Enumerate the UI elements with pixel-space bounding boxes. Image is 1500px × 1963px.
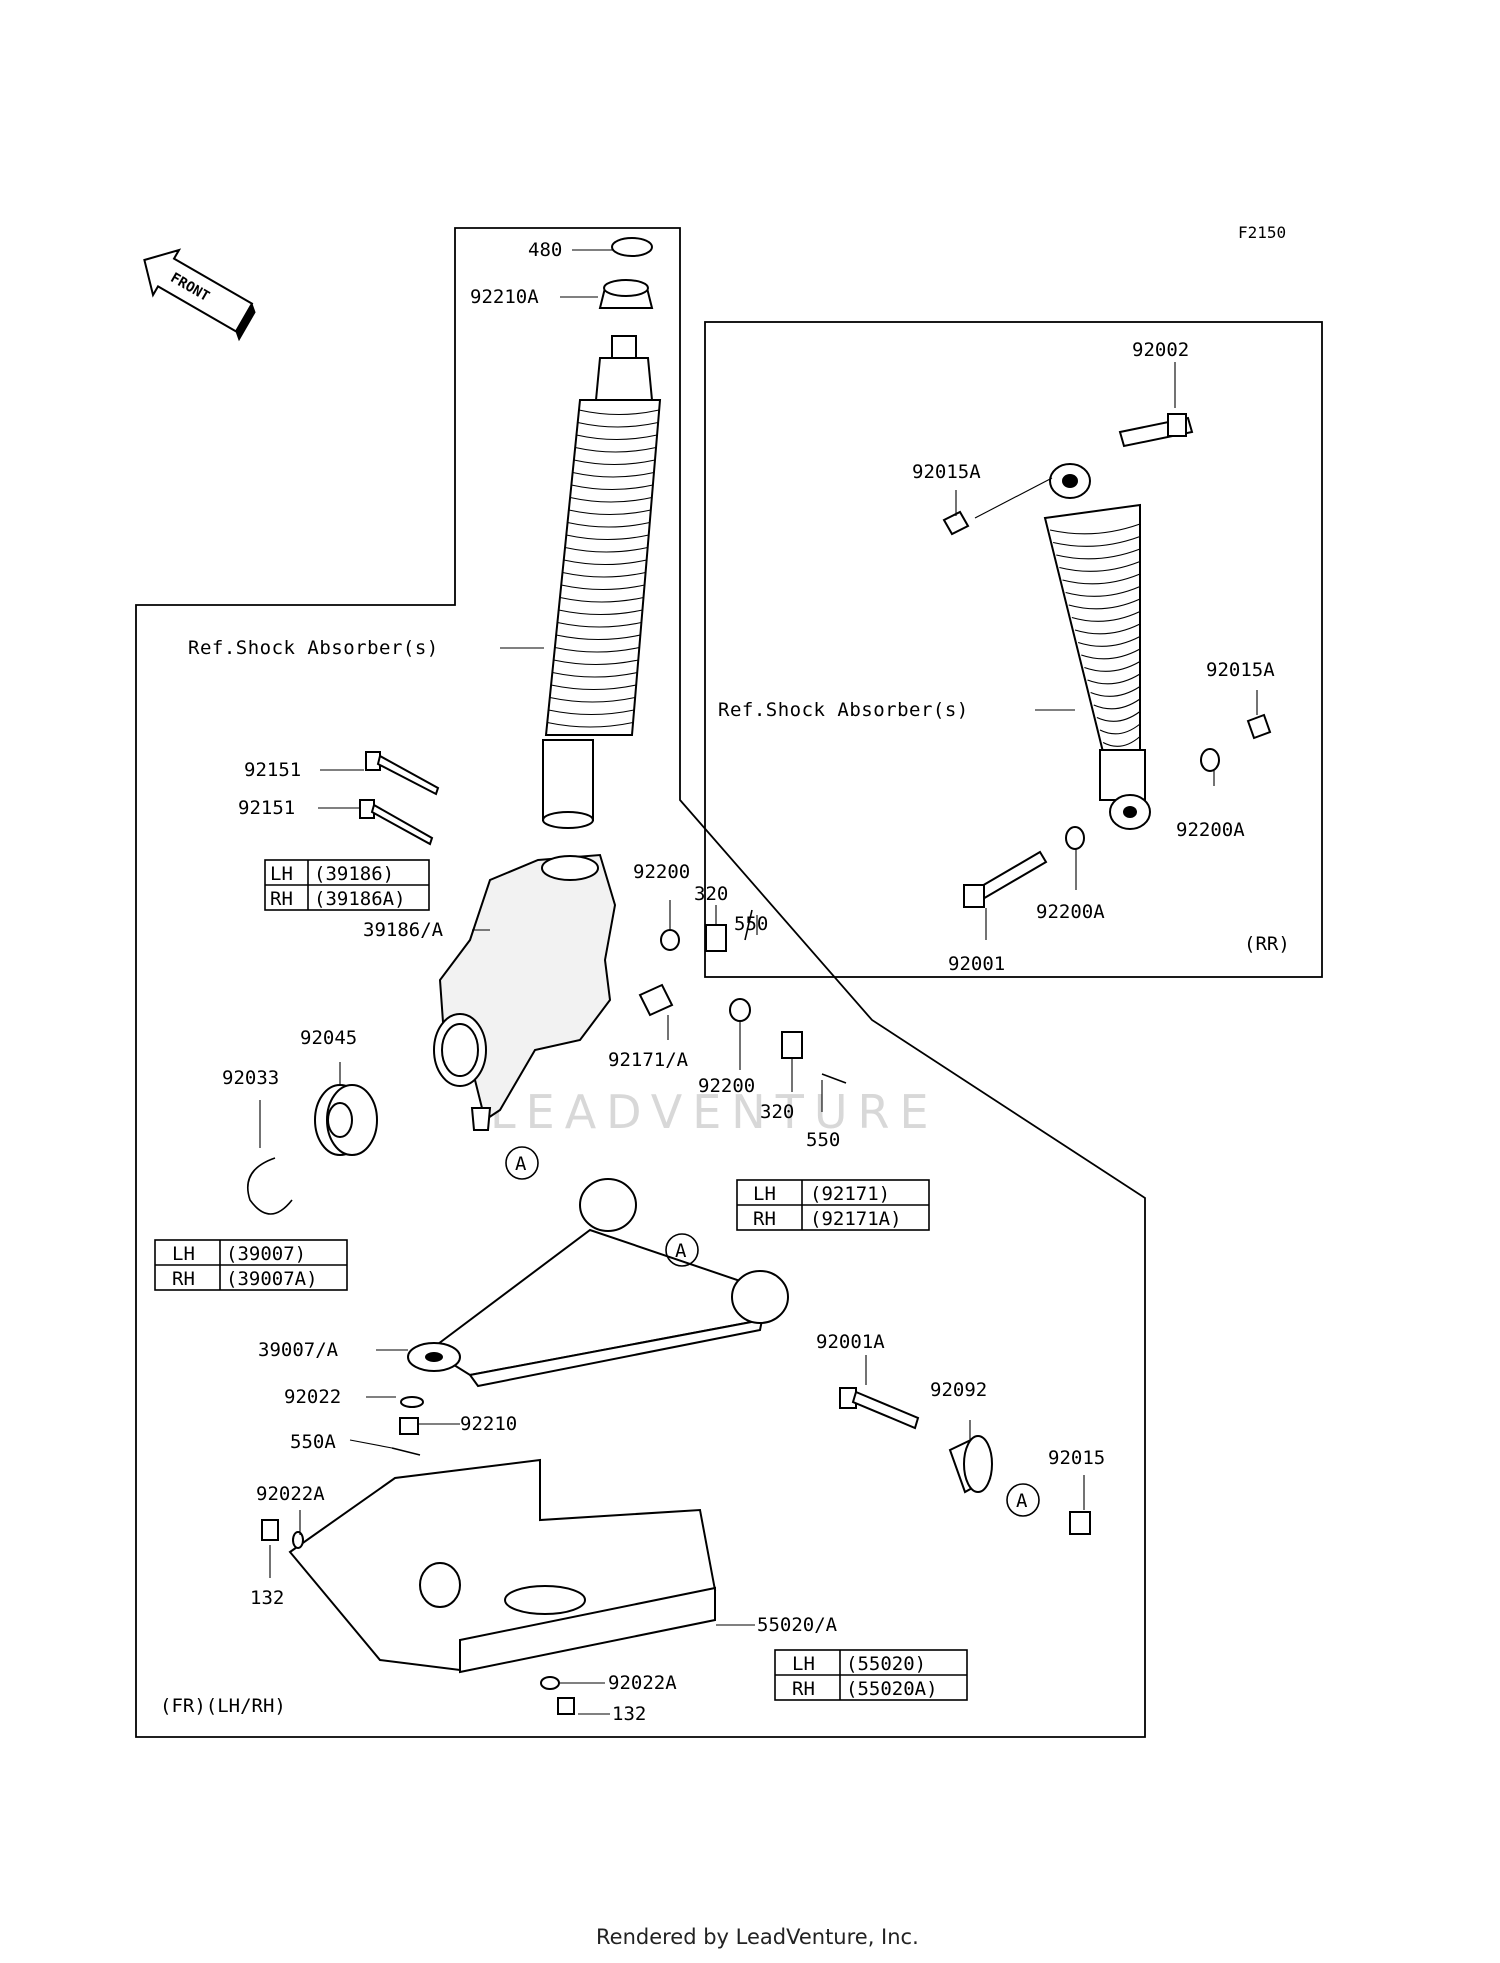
fr-label: (FR)(LH/RH) (160, 1695, 286, 1717)
bushing-92092 (948, 1435, 993, 1494)
callout-92092: 92092 (930, 1379, 987, 1401)
callout-92200-b: 92200 (698, 1075, 755, 1097)
ref-shock-absorber-rear: Ref.Shock Absorber(s) (718, 699, 969, 721)
callout-92015a-top: 92015A (912, 461, 981, 483)
table-92171-rh-value: (92171A) (810, 1208, 902, 1230)
circlip (247, 1157, 293, 1215)
table-39007-rh-value: (39007A) (226, 1268, 318, 1290)
leader-lines (259, 249, 1258, 1715)
table-55020: LH (55020) RH (55020A) (774, 1649, 968, 1701)
table-39186: LH (39186) RH (39186A) (264, 859, 430, 911)
washer-92200-b (729, 998, 751, 1022)
callout-39186a: 39186/A (363, 919, 444, 941)
table-55020-lh-label: LH (792, 1653, 815, 1675)
cotter-pin-550a (391, 1447, 421, 1456)
callout-92151-b: 92151 (238, 797, 295, 819)
table-92171-rh-label: RH (753, 1208, 776, 1230)
callout-92200a-right: 92200A (1176, 819, 1245, 841)
marker-a-3: A (1006, 1483, 1040, 1517)
svg-text:A: A (1016, 1490, 1028, 1512)
ref-shock-absorber-front: Ref.Shock Absorber(s) (188, 637, 439, 659)
front-section-frame (135, 227, 1146, 1738)
table-39186-rh-label: RH (270, 888, 293, 910)
callout-92015: 92015 (1048, 1447, 1105, 1469)
callout-550-b: 550 (806, 1129, 840, 1151)
bolt-92001a (839, 1387, 920, 1430)
table-39007-lh-value: (39007) (226, 1243, 306, 1265)
table-39007: LH (39007) RH (39007A) (154, 1239, 348, 1291)
svg-text:A: A (675, 1240, 687, 1262)
nut-92210 (399, 1417, 419, 1435)
callout-92002: 92002 (1132, 339, 1189, 361)
callout-92151-a: 92151 (244, 759, 301, 781)
callout-92033: 92033 (222, 1067, 279, 1089)
callout-550-a: 550 (734, 913, 768, 935)
table-92171-lh-label: LH (753, 1183, 776, 1205)
callout-320-b: 320 (760, 1101, 794, 1123)
a-markers: A A A (505, 1146, 1040, 1517)
table-39186-lh-value: (39186) (314, 863, 394, 885)
callout-92022a-bottom: 92022A (608, 1672, 677, 1694)
callout-92200a-bottom: 92200A (1036, 901, 1105, 923)
bolt-92151-b (359, 799, 434, 846)
bolt-132-a (261, 1519, 279, 1541)
footer-credit: Rendered by LeadVenture, Inc. (596, 1925, 919, 1949)
callout-92015a-right: 92015A (1206, 659, 1275, 681)
callout-92045: 92045 (300, 1027, 357, 1049)
table-55020-lh-value: (55020) (846, 1653, 926, 1675)
callout-92001: 92001 (948, 953, 1005, 975)
watermark-text: LEADVENTURE (490, 1085, 939, 1139)
callout-55020a: 55020/A (757, 1614, 838, 1636)
cotter-pin-550-a (744, 909, 753, 941)
table-55020-rh-label: RH (792, 1678, 815, 1700)
washer-92022 (400, 1396, 424, 1408)
callout-320-a: 320 (694, 883, 728, 905)
nut-320-b (781, 1031, 803, 1059)
cotter-pin-550-b (821, 1073, 847, 1084)
washer-92200-a (660, 929, 680, 951)
table-92171: LH (92171) RH (92171A) (736, 1179, 930, 1231)
table-39186-rh-value: (39186A) (314, 888, 406, 910)
table-39007-lh-label: LH (172, 1243, 195, 1265)
rear-shock-absorber (942, 413, 1272, 908)
rear-section-frame (704, 321, 1323, 978)
callout-92200-a: 92200 (633, 861, 690, 883)
table-39186-lh-label: LH (270, 863, 293, 885)
steering-knuckle (433, 853, 674, 1131)
nut-92015 (1069, 1511, 1091, 1535)
callout-92022a-left: 92022A (256, 1483, 325, 1505)
table-39007-rh-label: RH (172, 1268, 195, 1290)
washer-92022a-a (292, 1531, 304, 1549)
callout-92022: 92022 (284, 1386, 341, 1408)
callout-132-left: 132 (250, 1587, 284, 1609)
callout-labels: 480 92210A 92002 92015A 92015A Ref.Shock… (160, 239, 1290, 1725)
skid-plate (288, 1458, 717, 1674)
rr-label: (RR) (1244, 933, 1290, 955)
nut-320-a (705, 924, 727, 952)
front-arrow-icon: FRONT (143, 248, 256, 342)
bolt-92151-a (365, 751, 440, 796)
callout-550a: 550A (290, 1431, 336, 1453)
a-arm (407, 1178, 789, 1388)
washer-92022a-b (540, 1676, 560, 1690)
marker-a-2: A (665, 1233, 699, 1267)
callout-92171a: 92171/A (608, 1049, 689, 1071)
callout-92210a: 92210A (470, 286, 539, 308)
callout-92001a: 92001A (816, 1331, 885, 1353)
front-shock-absorber (542, 237, 662, 829)
callout-39007a: 39007/A (258, 1339, 339, 1361)
bolt-132-b (557, 1697, 575, 1715)
wheel-bearing (314, 1084, 378, 1156)
table-92171-lh-value: (92171) (810, 1183, 890, 1205)
callout-480: 480 (528, 239, 562, 261)
callout-92210: 92210 (460, 1413, 517, 1435)
diagram-code: F2150 (1238, 223, 1286, 242)
callout-132-bottom: 132 (612, 1703, 646, 1725)
marker-a-1: A (505, 1146, 539, 1180)
svg-text:A: A (515, 1153, 527, 1175)
watermark: LEADVENTURE (490, 1085, 939, 1139)
table-55020-rh-value: (55020A) (846, 1678, 938, 1700)
